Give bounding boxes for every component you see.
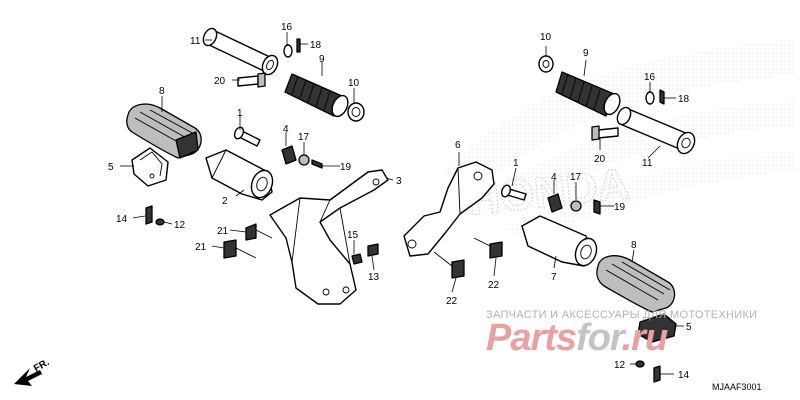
- callout-4-right: 4: [551, 172, 557, 183]
- callout-21-upper: 21: [217, 226, 229, 237]
- part-10-washer-right: [538, 55, 554, 73]
- callout-17-right: 17: [570, 172, 582, 183]
- part-9-rubber-right: [555, 71, 621, 117]
- part-15-nut-left: [351, 253, 363, 265]
- front-arrow-icon: [14, 368, 42, 386]
- part-18-cotter-left: [296, 38, 301, 53]
- part-16-washer-left: [283, 44, 293, 58]
- part-12-nut-left: [155, 218, 165, 226]
- part-19-clip-left: [311, 159, 323, 169]
- callout-5-left: 5: [108, 162, 114, 173]
- part-7-peg-arm-right: [521, 215, 598, 267]
- leader-lines: [120, 32, 684, 375]
- part-14-screw-right: [653, 365, 661, 383]
- callout-8-right: 8: [631, 240, 637, 251]
- part-4-spring-right: [547, 193, 563, 213]
- front-direction-label: FR.: [32, 357, 52, 375]
- part-10-washer-left: [347, 102, 365, 122]
- callout-22-lower: 22: [446, 296, 458, 307]
- part-1-pin-right: [501, 184, 527, 201]
- partsfor-watermark: ЗАПЧАСТИ И АКСЕССУАРЫ ДЛЯ МОТОТЕХНИКИ Pa…: [486, 309, 757, 359]
- callout-21-lower: 21: [195, 242, 207, 253]
- part-5-bracket-left: [131, 147, 169, 187]
- callout-6: 6: [455, 140, 461, 151]
- watermark-brand-part1: Parts: [486, 317, 576, 359]
- diagram-code: MJAAF3001: [712, 382, 762, 392]
- callout-10-left: 10: [348, 78, 360, 89]
- callout-19-left: 19: [340, 162, 352, 173]
- callout-18-left: 18: [310, 40, 322, 51]
- callout-17-left: 17: [298, 132, 310, 143]
- callout-20-right: 20: [594, 154, 606, 165]
- callout-1-left: 1: [237, 108, 243, 119]
- callout-14-right: 14: [678, 370, 690, 381]
- part-14-screw-left: [145, 205, 153, 225]
- part-1-pin-left: [233, 126, 261, 147]
- callout-20-left: 20: [214, 76, 226, 87]
- watermark-brand-part2: for: [576, 317, 627, 359]
- part-21-bolt-lower: [223, 239, 257, 259]
- callout-5-right: 5: [686, 322, 692, 333]
- part-5-bracket-right: [637, 313, 677, 343]
- part-4-spring-left: [281, 145, 297, 165]
- callout-12-left: 12: [174, 220, 186, 231]
- callout-11-right: 11: [642, 158, 653, 169]
- watermark-brand: Partsfor.ru: [486, 317, 668, 359]
- part-12-nut-right: [635, 360, 645, 368]
- part-17-ball-left: [298, 154, 310, 166]
- callout-10-right: 10: [540, 32, 552, 43]
- part-13-bolt-left: [367, 243, 379, 257]
- callout-11-left: 11: [190, 36, 201, 47]
- part-9-rubber-left: [284, 73, 349, 118]
- callout-12-right: 12: [614, 360, 626, 371]
- callout-16-right: 16: [644, 72, 656, 83]
- callout-22-upper: 22: [488, 280, 500, 291]
- part-22-bolt-lower: [433, 251, 465, 279]
- callout-19-right: 19: [614, 202, 626, 213]
- callout-16-left: 16: [281, 22, 293, 33]
- callout-4-left: 4: [283, 124, 289, 135]
- callout-3: 3: [396, 176, 402, 187]
- part-2-peg-arm-left: [205, 149, 274, 201]
- callout-7: 7: [551, 272, 557, 283]
- callout-8-left: 8: [159, 86, 165, 97]
- part-6-bracket-right: [403, 161, 495, 257]
- callout-9-left: 9: [319, 54, 325, 65]
- callout-15: 15: [347, 230, 359, 241]
- watermark-brand-part3: .ru: [622, 317, 668, 359]
- callout-labels: 11 16 18 20 9 10 8 1 4 17 5 19 3 2 14 12…: [108, 22, 692, 381]
- callout-1-right: 1: [513, 158, 519, 169]
- callout-14-left: 14: [116, 214, 128, 225]
- part-22-bolt-upper: [473, 237, 503, 259]
- part-18-cotter-right: [659, 89, 665, 105]
- callout-13: 13: [368, 272, 380, 283]
- part-8-rubber-pad-right: [596, 255, 676, 313]
- part-3-main-bracket: [269, 169, 389, 305]
- part-19-clip-right: [593, 199, 601, 215]
- front-direction-indicator: FR.: [14, 357, 52, 386]
- part-11-pin-right: [616, 106, 696, 155]
- callout-2: 2: [222, 196, 228, 207]
- part-17-ball-right: [570, 200, 582, 212]
- part-21-bolt-upper: [245, 223, 273, 241]
- callout-18-right: 18: [678, 94, 690, 105]
- watermark-caption: ЗАПЧАСТИ И АКСЕССУАРЫ ДЛЯ МОТОТЕХНИКИ: [486, 309, 757, 321]
- part-20-bolt-right: [591, 125, 619, 141]
- part-16-washer-right: [645, 91, 655, 105]
- part-20-bolt-left: [237, 72, 266, 88]
- part-8-rubber-pad-left: [126, 103, 202, 159]
- callout-9-right: 9: [583, 48, 589, 59]
- part-11-pin-left: [202, 27, 279, 76]
